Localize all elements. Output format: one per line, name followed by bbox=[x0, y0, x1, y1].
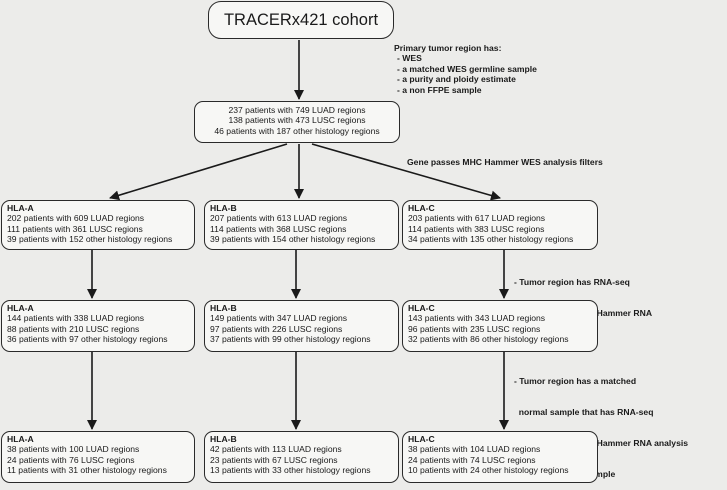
hla-c-rna-box: HLA-C 143 patients with 343 LUAD regions… bbox=[402, 300, 598, 352]
hla-c-wes-line: 203 patients with 617 LUAD regions bbox=[408, 213, 546, 224]
hla-c-normal-box: HLA-C 38 patients with 104 LUAD regions … bbox=[402, 431, 598, 483]
hla-a-normal-box: HLA-A 38 patients with 100 LUAD regions … bbox=[1, 431, 195, 483]
hla-a-wes-box: HLA-A 202 patients with 609 LUAD regions… bbox=[1, 200, 195, 250]
hla-c-wes-line: 114 patients with 383 LUSC regions bbox=[408, 223, 545, 234]
wes-filter-label: Gene passes MHC Hammer WES analysis filt… bbox=[407, 157, 603, 167]
hla-a-wes-title: HLA-A bbox=[7, 203, 34, 213]
hla-b-normal-line: 42 patients with 113 LUAD regions bbox=[210, 444, 342, 455]
flow-arrows bbox=[87, 40, 509, 430]
hla-a-normal-title: HLA-A bbox=[7, 434, 34, 444]
hla-c-normal-title: HLA-C bbox=[408, 434, 435, 444]
cohort-label: TRACERx421 cohort bbox=[223, 10, 379, 29]
hla-b-wes-line: 39 patients with 154 other histology reg… bbox=[210, 233, 376, 244]
arrow-summary-to-hla-c bbox=[311, 143, 501, 201]
normal-filter-item: - Tumor region has a matched bbox=[514, 375, 637, 386]
primary-filter-note: Primary tumor region has: - WES - a matc… bbox=[394, 43, 537, 95]
hla-a-normal-line: 24 patients with 76 LUSC regions bbox=[7, 454, 135, 465]
primary-filter-item: - a purity and ploidy estimate bbox=[397, 74, 516, 85]
hla-a-wes-line: 202 patients with 609 LUAD regions bbox=[7, 213, 145, 224]
hla-c-wes-title: HLA-C bbox=[408, 203, 435, 213]
rna-filter-item: - Tumor region has RNA-seq bbox=[514, 276, 630, 287]
primary-filter-heading: Primary tumor region has: bbox=[394, 43, 502, 53]
hla-b-normal-line: 23 patients with 67 LUSC regions bbox=[210, 454, 338, 465]
hla-b-rna-box: HLA-B 149 patients with 347 LUAD regions… bbox=[204, 300, 399, 352]
summary-box: 237 patients with 749 LUAD regions 138 p… bbox=[194, 101, 400, 143]
hla-a-rna-title: HLA-A bbox=[7, 303, 34, 313]
hla-a-rna-line: 36 patients with 97 other histology regi… bbox=[7, 333, 168, 344]
hla-c-rna-line: 32 patients with 86 other histology regi… bbox=[408, 333, 569, 344]
hla-b-wes-line: 207 patients with 613 LUAD regions bbox=[210, 213, 348, 224]
hla-a-normal-line: 38 patients with 100 LUAD regions bbox=[7, 444, 140, 455]
hla-b-rna-title: HLA-B bbox=[210, 303, 237, 313]
hla-b-rna-line: 97 patients with 226 LUSC regions bbox=[210, 323, 343, 334]
hla-b-rna-line: 37 patients with 99 other histology regi… bbox=[210, 333, 371, 344]
hla-c-wes-box: HLA-C 203 patients with 617 LUAD regions… bbox=[402, 200, 598, 250]
summary-line: 138 patients with 473 LUSC regions bbox=[228, 115, 366, 126]
hla-a-normal-line: 11 patients with 31 other histology regi… bbox=[7, 464, 167, 475]
hla-b-normal-box: HLA-B 42 patients with 113 LUAD regions … bbox=[204, 431, 399, 483]
hla-a-wes-line: 39 patients with 152 other histology reg… bbox=[7, 233, 173, 244]
hla-c-rna-line: 96 patients with 235 LUSC regions bbox=[408, 323, 541, 334]
normal-filter-item: normal sample that has RNA-seq bbox=[514, 407, 654, 418]
hla-b-normal-line: 13 patients with 33 other histology regi… bbox=[210, 464, 371, 475]
hla-a-wes-line: 111 patients with 361 LUSC regions bbox=[7, 223, 143, 234]
wes-filter-note: Gene passes MHC Hammer WES analysis filt… bbox=[407, 157, 603, 167]
hla-c-rna-title: HLA-C bbox=[408, 303, 435, 313]
hla-b-wes-box: HLA-B 207 patients with 613 LUAD regions… bbox=[204, 200, 399, 250]
hla-b-normal-title: HLA-B bbox=[210, 434, 237, 444]
primary-filter-item: - a matched WES germline sample bbox=[397, 63, 537, 74]
summary-line: 237 patients with 749 LUAD regions bbox=[228, 105, 366, 115]
hla-a-rna-line: 144 patients with 338 LUAD regions bbox=[7, 313, 145, 324]
summary-line: 46 patients with 187 other histology reg… bbox=[214, 125, 380, 136]
primary-filter-item: - a non FFPE sample bbox=[397, 84, 482, 95]
primary-filter-item: - WES bbox=[397, 53, 422, 64]
hla-c-normal-line: 24 patients with 74 LUSC regions bbox=[408, 454, 536, 465]
hla-b-wes-title: HLA-B bbox=[210, 203, 237, 213]
hla-c-normal-line: 38 patients with 104 LUAD regions bbox=[408, 444, 541, 455]
cohort-box: TRACERx421 cohort bbox=[208, 1, 394, 39]
hla-c-rna-line: 143 patients with 343 LUAD regions bbox=[408, 313, 546, 324]
hla-c-wes-line: 34 patients with 135 other histology reg… bbox=[408, 233, 574, 244]
hla-c-normal-line: 10 patients with 24 other histology regi… bbox=[408, 464, 569, 475]
hla-a-rna-line: 88 patients with 210 LUSC regions bbox=[7, 323, 140, 334]
arrow-summary-to-hla-a bbox=[109, 143, 288, 201]
hla-b-rna-line: 149 patients with 347 LUAD regions bbox=[210, 313, 348, 324]
hla-a-rna-box: HLA-A 144 patients with 338 LUAD regions… bbox=[1, 300, 195, 352]
hla-b-wes-line: 114 patients with 368 LUSC regions bbox=[210, 223, 347, 234]
